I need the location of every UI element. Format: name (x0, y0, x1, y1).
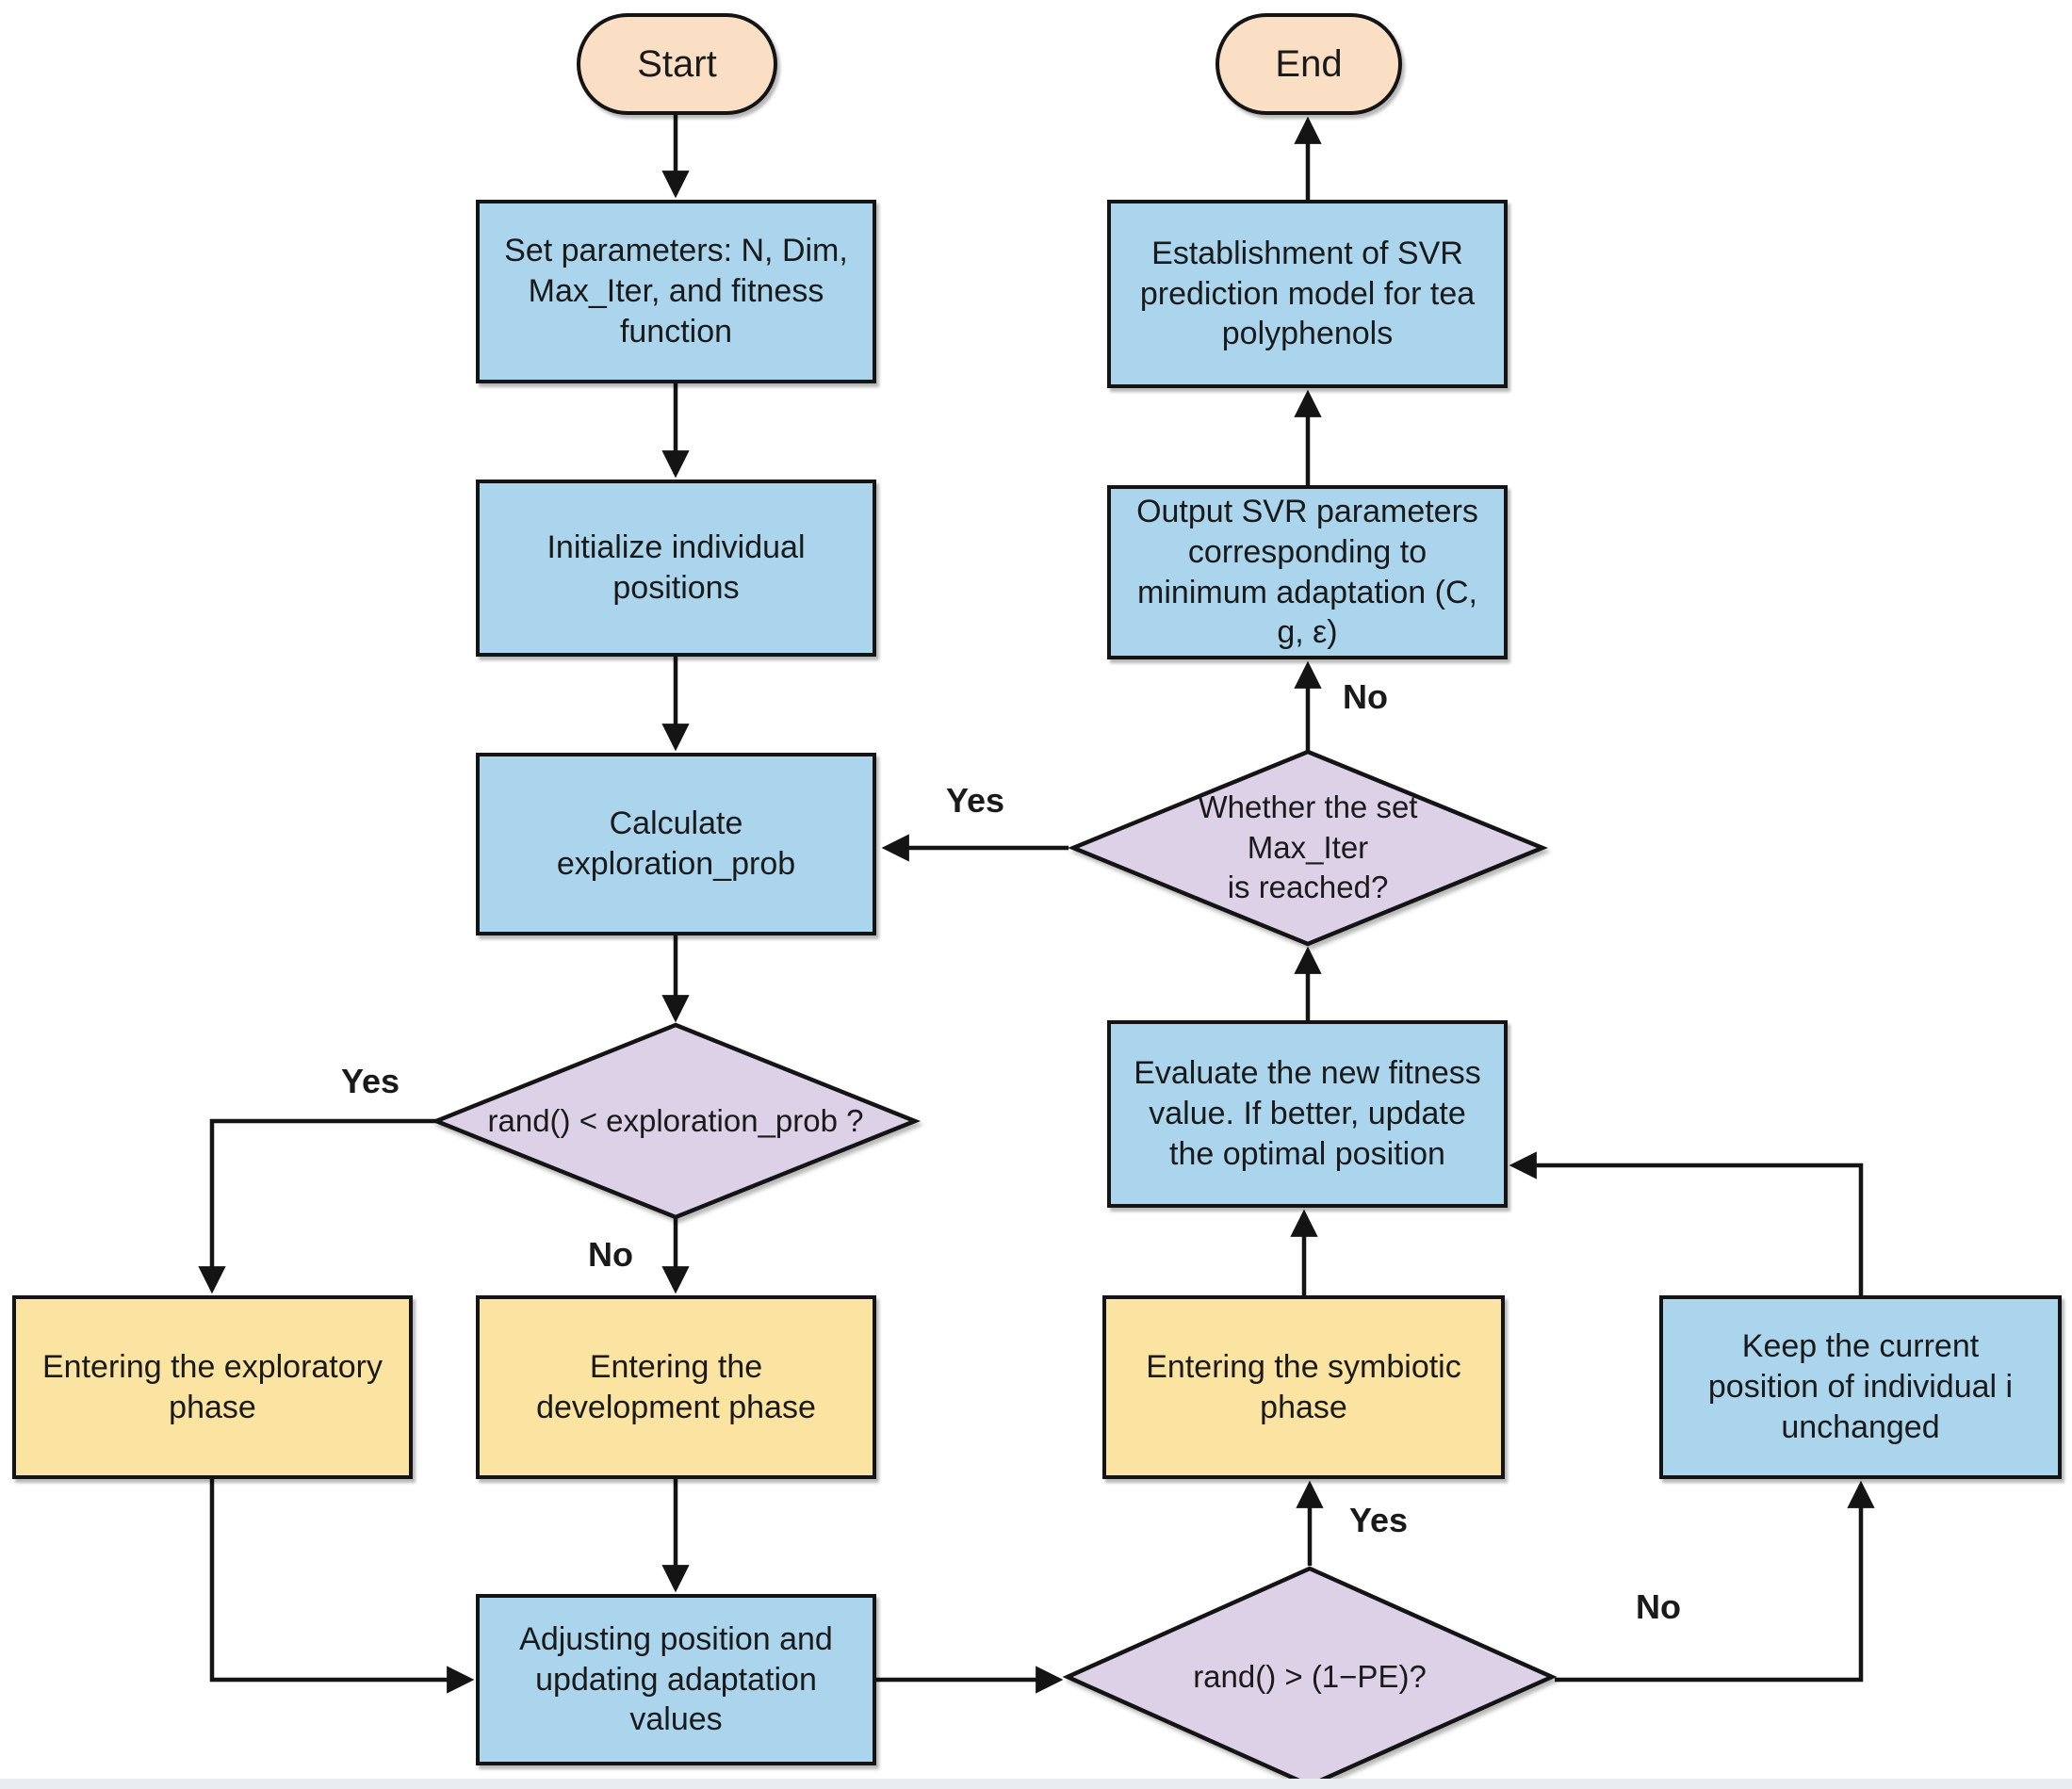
maxiter-no-label: No (1343, 677, 1388, 716)
development-phase-label: Entering the development phase (536, 1348, 816, 1425)
maxiter-decision-label: Whether the set Max_Iter is reached? (1198, 789, 1418, 905)
pe-yes-label: Yes (1348, 1501, 1409, 1539)
end-terminator: End (1215, 13, 1402, 115)
maxiter-yes-label: Yes (945, 781, 1005, 820)
initialize-positions-label: Initialize individual positions (547, 529, 806, 606)
start-label: Start (637, 42, 717, 85)
start-terminator: Start (577, 13, 777, 115)
output-svr-parameters-label: Output SVR parameters corresponding to m… (1136, 493, 1478, 651)
pe-decision-label: rand() > (1−PE)? (1193, 1658, 1427, 1694)
bottom-strip (0, 1779, 2072, 1789)
keep-position-box: Keep the current position of individual … (1659, 1295, 2062, 1479)
exploration-decision-shape (430, 1022, 922, 1220)
set-parameters-box: Set parameters: N, Dim, Max_Iter, and fi… (476, 200, 876, 383)
exploratory-phase-label: Entering the exploratory phase (42, 1348, 383, 1425)
adjusting-position-box: Adjusting position and updating adaptati… (476, 1594, 876, 1765)
end-label: End (1275, 42, 1343, 85)
calculate-exploration-prob-box: Calculate exploration_prob (476, 753, 876, 935)
edge-keep-to-evaluate (1509, 1151, 1864, 1295)
maxiter-decision-shape (1068, 749, 1548, 947)
adjusting-position-label: Adjusting position and updating adaptati… (519, 1620, 833, 1738)
edge-explore-yes-to-exploratory (198, 1118, 437, 1294)
establishment-svr-model-label: Establishment of SVR prediction model fo… (1139, 235, 1476, 352)
keep-position-label: Keep the current position of individual … (1707, 1328, 2014, 1445)
exploratory-phase-box: Entering the exploratory phase (12, 1295, 413, 1479)
exploration-decision-label: rand() < exploration_prob ? (487, 1102, 864, 1138)
evaluate-fitness-box: Evaluate the new fitness value. If bette… (1107, 1020, 1508, 1208)
set-parameters-label: Set parameters: N, Dim, Max_Iter, and fi… (504, 233, 848, 350)
edge-exploratory-to-adjusting (209, 1479, 475, 1694)
establishment-svr-model-box: Establishment of SVR prediction model fo… (1107, 200, 1508, 388)
exploration-no-label: No (588, 1235, 633, 1274)
symbiotic-phase-box: Entering the symbiotic phase (1102, 1295, 1505, 1479)
evaluate-fitness-label: Evaluate the new fitness value. If bette… (1134, 1055, 1481, 1172)
edge-pe-no-to-keep (1555, 1480, 1875, 1683)
symbiotic-phase-label: Entering the symbiotic phase (1146, 1348, 1461, 1425)
initialize-positions-box: Initialize individual positions (476, 480, 876, 657)
pe-decision-diamond: rand() > (1−PE)? (1062, 1566, 1558, 1788)
exploration-decision-diamond: rand() < exploration_prob ? (430, 1022, 922, 1220)
maxiter-decision-diamond: Whether the set Max_Iter is reached? (1068, 749, 1548, 947)
exploration-yes-label: Yes (340, 1062, 400, 1100)
development-phase-box: Entering the development phase (476, 1295, 876, 1479)
pe-no-label: No (1636, 1587, 1681, 1626)
calculate-exploration-prob-label: Calculate exploration_prob (556, 805, 796, 882)
output-svr-parameters-box: Output SVR parameters corresponding to m… (1107, 485, 1508, 659)
